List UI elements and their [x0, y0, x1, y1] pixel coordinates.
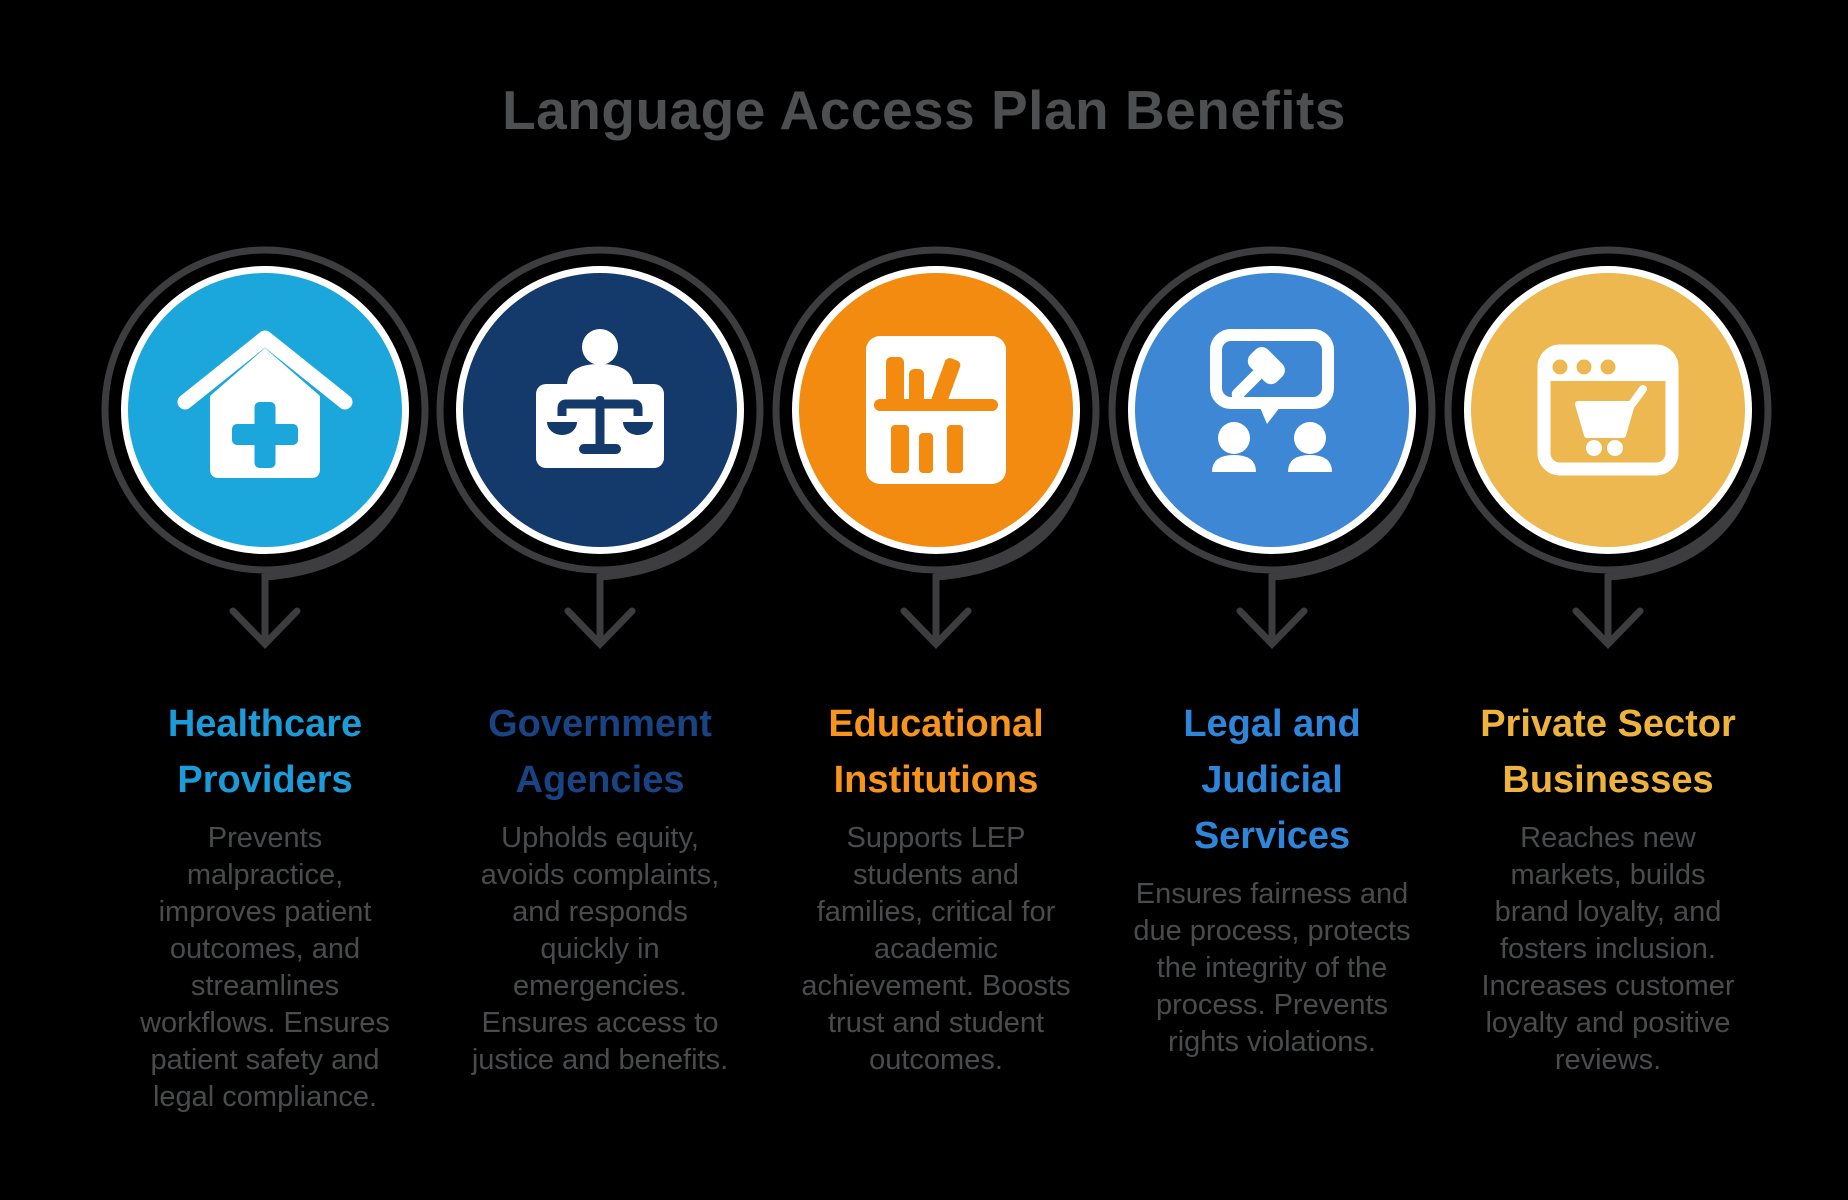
benefit-heading: Legal and Judicial Services — [1183, 703, 1361, 857]
benefit-graphic-private-sector — [1444, 246, 1772, 650]
bookshelf-icon — [866, 336, 1006, 484]
arrow-down-icon — [564, 607, 636, 650]
arrow-down-icon — [900, 607, 972, 650]
medical-home-icon — [177, 330, 353, 478]
benefit-graphic-education — [772, 246, 1100, 650]
benefit-heading: Educational Institutions — [828, 703, 1044, 801]
benefit-graphic-legal — [1108, 246, 1436, 650]
benefit-column-education: Educational Institutions Supports LEP st… — [766, 696, 1106, 1079]
clerk-scales-icon — [536, 329, 664, 468]
benefit-heading: Healthcare Providers — [167, 703, 363, 801]
benefit-column-private-sector: Private Sector Businesses Reaches new ma… — [1438, 696, 1778, 1079]
browser-cart-icon — [1537, 344, 1679, 476]
benefit-description: Prevents malpractice, improves patient o… — [140, 822, 390, 1113]
arrow-down-icon — [229, 607, 301, 650]
loop-arrow — [1444, 246, 1772, 650]
benefit-heading: Government Agencies — [488, 703, 712, 801]
benefit-graphic-healthcare — [101, 246, 429, 650]
benefit-column-healthcare: Healthcare Providers Prevents malpractic… — [95, 696, 435, 1116]
benefit-graphic-government — [436, 246, 764, 650]
loop-arrow — [1108, 246, 1436, 650]
loop-arrow — [101, 246, 429, 650]
benefit-description: Ensures fairness and due process, protec… — [1133, 878, 1411, 1058]
arrow-down-icon — [1236, 607, 1308, 650]
arrow-down-icon — [1572, 607, 1644, 650]
benefit-description: Supports LEP students and families, crit… — [801, 822, 1071, 1076]
benefit-heading: Private Sector Businesses — [1480, 703, 1736, 801]
loop-arrow — [436, 246, 764, 650]
page-title: Language Access Plan Benefits — [502, 79, 1346, 141]
benefit-description: Upholds equity, avoids complaints, and r… — [471, 822, 729, 1076]
benefit-column-legal: Legal and Judicial Services Ensures fair… — [1102, 696, 1442, 1061]
loop-arrow — [772, 246, 1100, 650]
benefit-description: Reaches new markets, builds brand loyalt… — [1481, 822, 1735, 1076]
benefit-column-government: Government Agencies Upholds equity, avoi… — [430, 696, 770, 1079]
discussion-gavel-icon — [1210, 329, 1334, 472]
